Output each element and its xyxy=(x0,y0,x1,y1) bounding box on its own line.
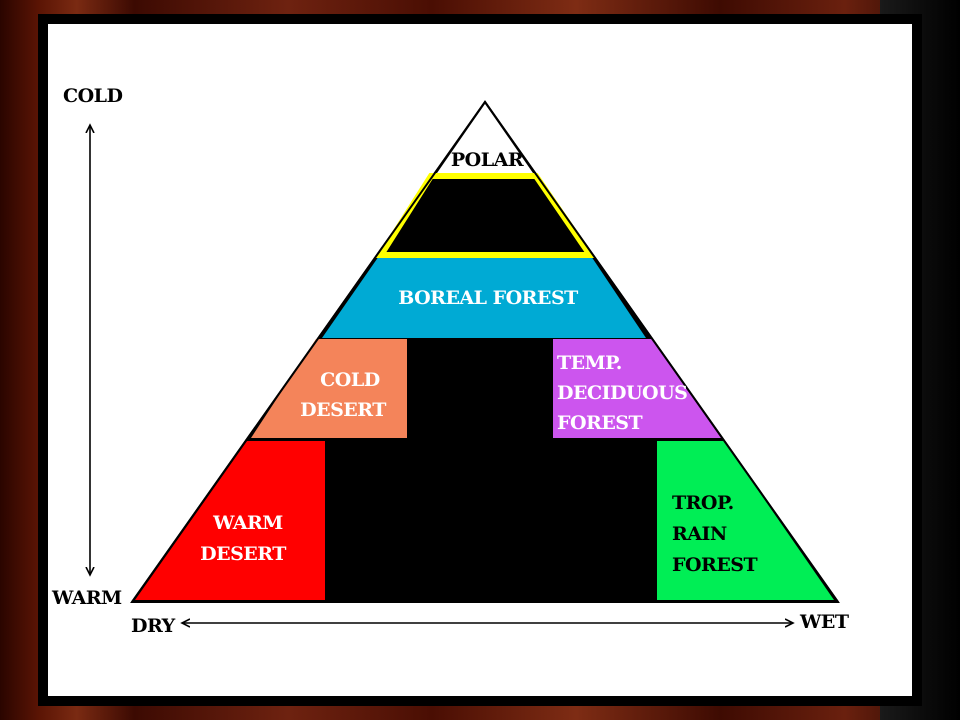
label-trop-rain-forest-line: TROP. xyxy=(672,492,734,514)
label-temp-deciduous-forest: TEMP. DECIDUOUS FOREST xyxy=(557,352,693,434)
label-trop-rain-forest: TROP. RAIN FOREST xyxy=(672,492,758,576)
label-cold-desert: COLD DESERT xyxy=(300,369,386,421)
label-warm-desert-line: DESERT xyxy=(200,543,286,565)
label-polar: POLAR xyxy=(451,149,524,171)
boreal-forest-region xyxy=(322,256,646,338)
axis-label-dry: DRY xyxy=(131,615,176,637)
label-warm-desert-line: WARM xyxy=(212,512,283,534)
highlighted-hidden-band xyxy=(375,173,596,258)
label-temp-deciduous-forest-line: FOREST xyxy=(557,412,643,434)
cold-desert-region xyxy=(251,339,407,438)
temp-deciduous-forest-region xyxy=(553,339,721,438)
label-warm-desert: WARM DESERT xyxy=(200,512,289,565)
pyramid-outline xyxy=(131,100,839,603)
warm-desert-region xyxy=(135,441,325,600)
label-trop-rain-forest-line: FOREST xyxy=(672,554,758,576)
label-temp-deciduous-forest-line: TEMP. xyxy=(557,352,622,374)
label-cold-desert-line: DESERT xyxy=(300,399,386,421)
label-cold-desert-line: COLD xyxy=(320,369,380,391)
axis-label-warm: WARM xyxy=(51,587,122,609)
axis-label-wet: WET xyxy=(799,611,849,633)
axis-label-cold: COLD xyxy=(63,85,123,107)
label-boreal-forest: BOREAL FOREST xyxy=(398,287,578,309)
label-temp-deciduous-forest-line: DECIDUOUS xyxy=(557,382,687,404)
label-trop-rain-forest-line: RAIN xyxy=(672,523,727,545)
trop-rain-forest-region xyxy=(657,441,834,600)
